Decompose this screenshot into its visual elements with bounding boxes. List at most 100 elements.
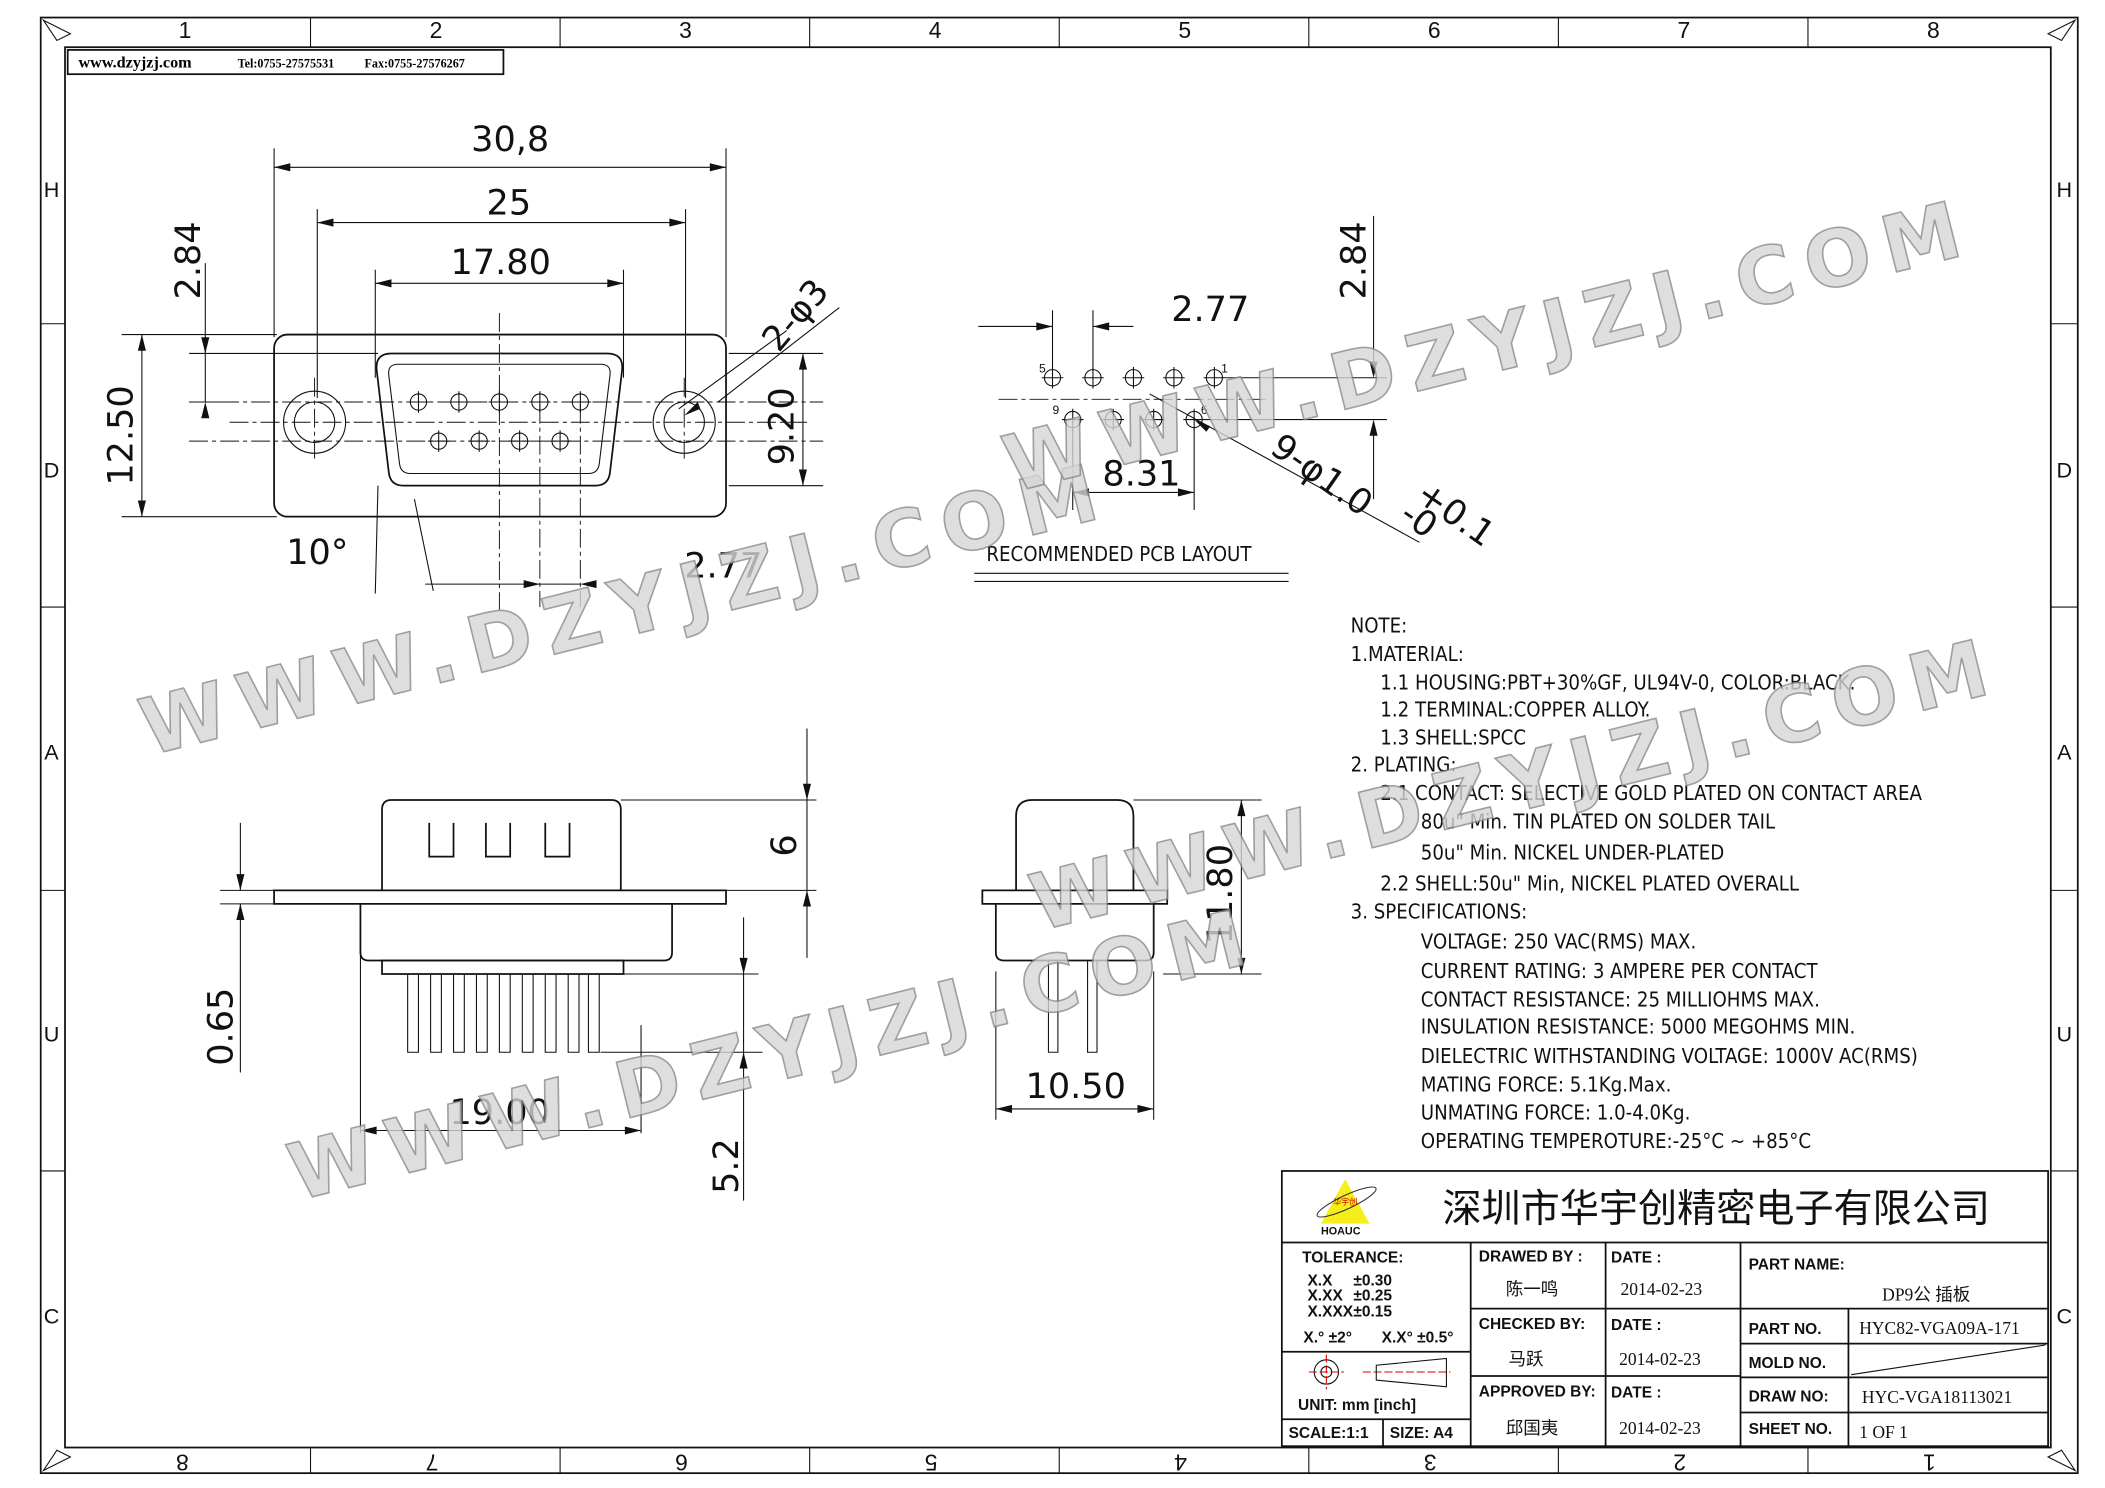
part-name: DP9公 插板 — [1882, 1284, 1970, 1304]
svg-text:4: 4 — [1174, 1449, 1187, 1475]
svg-text:INSULATION RESISTANCE: 5000: INSULATION RESISTANCE: 5000 MEGOHMS MIN. — [1421, 1014, 1856, 1038]
svg-text:U: U — [44, 1021, 60, 1046]
svg-text:3: 3 — [1424, 1449, 1437, 1475]
svg-text:±0.15: ±0.15 — [1353, 1304, 1392, 1321]
svg-text:WWW.DZYJZJ.COM: WWW.DZYJZJ.COM — [280, 890, 1268, 1219]
ruler-sides: HD AU C HD AU C — [44, 177, 2072, 1328]
svg-text:2. PLATING:: 2. PLATING: — [1351, 753, 1457, 777]
ruler-bottom: 8 7 6 5 4 3 2 1 — [176, 1449, 1936, 1475]
svg-text:X.X° ±0.5°: X.X° ±0.5° — [1382, 1329, 1454, 1346]
tolerance-label: TOLERANCE: — [1302, 1250, 1403, 1267]
svg-text:H: H — [44, 177, 60, 202]
end-view: 11.80 10.50 — [981, 799, 1262, 1120]
pin-label-6: 6 — [1201, 403, 1208, 417]
fax-text: Fax:0755-27576267 — [364, 56, 464, 70]
pin-label-5: 5 — [1039, 361, 1046, 375]
sheet-no-label: SHEET NO. — [1749, 1421, 1833, 1438]
size-text: SIZE: A4 — [1390, 1425, 1454, 1442]
svg-text:1.2 TERMINAL:COPPER ALLOY.: 1.2 TERMINAL:COPPER ALLOY. — [1380, 697, 1650, 721]
svg-text:1: 1 — [1923, 1449, 1936, 1475]
side-view: 6 0.65 19.00 5.2 — [200, 728, 817, 1201]
svg-text:±0.25: ±0.25 — [1353, 1287, 1392, 1304]
dim-angle: 10° — [286, 532, 348, 573]
dim-offset: 2.84 — [168, 221, 209, 299]
pin-label-9: 9 — [1053, 403, 1060, 417]
svg-text:80u" Min. TIN PLATED ON S: 80u" Min. TIN PLATED ON SOLDER TAIL — [1421, 809, 1776, 833]
part-no-label: PART NO. — [1749, 1321, 1822, 1338]
dim-pcb-pitch: 2.77 — [1171, 289, 1249, 330]
svg-text:2.2 SHELL:50u" Min, NICKEL: 2.2 SHELL:50u" Min, NICKEL PLATED OVERAL… — [1380, 871, 1800, 895]
svg-text:CONTACT RESISTANCE: 25 MILL: CONTACT RESISTANCE: 25 MILLIOHMS MAX. — [1421, 987, 1820, 1011]
dim-hole-dia: 2-φ3 — [754, 271, 837, 359]
part-name-label: PART NAME: — [1749, 1256, 1845, 1273]
svg-text:3. SPECIFICATIONS:: 3. SPECIFICATIONS: — [1351, 900, 1528, 924]
scale-text: SCALE:1:1 — [1289, 1425, 1369, 1442]
svg-text:8: 8 — [1927, 17, 1940, 43]
svg-text:U: U — [2056, 1021, 2072, 1046]
svg-text:3: 3 — [679, 17, 692, 43]
pin-label-1: 1 — [1221, 361, 1228, 375]
svg-text:C: C — [44, 1303, 60, 1328]
svg-text:1.MATERIAL:: 1.MATERIAL: — [1351, 642, 1464, 666]
dim-total-height: 11.80 — [1200, 844, 1241, 944]
drawed-by-label: DRAWED BY : — [1479, 1248, 1583, 1265]
svg-text:6: 6 — [1428, 17, 1441, 43]
part-no: HYC82-VGA09A-171 — [1859, 1318, 2020, 1338]
dim-overall-width: 30,8 — [471, 119, 549, 160]
svg-text:DIELECTRIC WITHSTANDING VOLT: DIELECTRIC WITHSTANDING VOLTAGE: 1000V A… — [1421, 1044, 1918, 1068]
svg-text:8: 8 — [176, 1449, 189, 1475]
svg-text:6: 6 — [675, 1449, 688, 1475]
approver-name: 邱国夷 — [1506, 1418, 1559, 1438]
draw-no: HYC-VGA18113021 — [1862, 1387, 2012, 1407]
svg-text:D: D — [44, 458, 60, 483]
svg-text:A: A — [2057, 740, 2072, 765]
svg-text:OPERATING TEMPEROTURE:-25°C: OPERATING TEMPEROTURE:-25°C ~ +85°C — [1421, 1129, 1811, 1153]
svg-text:±0.30: ±0.30 — [1353, 1273, 1392, 1290]
dim-d-width: 17.80 — [451, 242, 551, 283]
svg-text:X.° ±2°: X.° ±2° — [1303, 1329, 1351, 1346]
dim-d-height: 9.20 — [761, 387, 802, 465]
dim-pitch: 2.77 — [684, 545, 762, 586]
svg-text:X.XXX: X.XXX — [1307, 1304, 1353, 1321]
svg-text:华宇创: 华宇创 — [1333, 1197, 1357, 1207]
svg-text:MATING FORCE: 5.1Kg.Max.: MATING FORCE: 5.1Kg.Max. — [1421, 1072, 1672, 1096]
svg-text:DATE :: DATE : — [1611, 1317, 1662, 1334]
svg-text:NOTE:: NOTE: — [1351, 614, 1408, 638]
svg-text:2.1 CONTACT: SELECTIVE GOLD: 2.1 CONTACT: SELECTIVE GOLD PLATED ON CO… — [1380, 781, 1922, 805]
dim-hole-spacing: 25 — [487, 182, 532, 223]
svg-text:VOLTAGE: 250 VAC(RMS) MAX.: VOLTAGE: 250 VAC(RMS) MAX. — [1421, 929, 1697, 953]
svg-text:A: A — [44, 740, 59, 765]
svg-text:5: 5 — [1178, 17, 1191, 43]
svg-text:2: 2 — [430, 17, 443, 43]
tel-text: Tel:0755-27575531 — [238, 56, 335, 70]
dim-flange-thickness: 0.65 — [200, 988, 241, 1066]
checked-by-label: CHECKED BY: — [1479, 1316, 1586, 1333]
contact-header: www.dzyjzj.com Tel:0755-27575531 Fax:075… — [66, 49, 505, 76]
company-logo: 华宇创 HOAUC — [1316, 1179, 1377, 1237]
svg-text:X.XX: X.XX — [1307, 1287, 1343, 1304]
mold-no-label: MOLD NO. — [1749, 1355, 1827, 1372]
dim-height: 12.50 — [100, 385, 141, 485]
drawer-name: 陈一鸣 — [1506, 1279, 1559, 1299]
dim-mating-height: 6 — [764, 834, 805, 856]
dim-pcb-row: 2.84 — [1333, 221, 1374, 299]
svg-text:50u" Min. NICKEL UNDER-PLAT: 50u" Min. NICKEL UNDER-PLATED — [1421, 840, 1724, 864]
svg-text:UNMATING FORCE: 1.0-4.0Kg.: UNMATING FORCE: 1.0-4.0Kg. — [1421, 1101, 1691, 1125]
svg-text:X.X: X.X — [1307, 1273, 1333, 1290]
pcb-layout-title: RECOMMENDED PCB LAYOUT — [986, 542, 1252, 566]
checked-date: 2014-02-23 — [1619, 1349, 1701, 1369]
svg-text:1.1 HOUSING:PBT+30%GF, UL94V: 1.1 HOUSING:PBT+30%GF, UL94V-0, COLOR:BL… — [1380, 670, 1855, 694]
svg-text:DATE :: DATE : — [1611, 1385, 1662, 1402]
svg-text:1: 1 — [179, 17, 192, 43]
sheet-no: 1 OF 1 — [1859, 1422, 1908, 1442]
svg-text:CURRENT RATING: 3 AMPERE P: CURRENT RATING: 3 AMPERE PER CONTACT — [1421, 959, 1819, 983]
draw-no-label: DRAW NO: — [1749, 1389, 1829, 1406]
svg-text:7: 7 — [426, 1449, 439, 1475]
notes: NOTE: 1.MATERIAL: 1.1 HOUSING:PBT+30%GF,… — [1351, 614, 1923, 1153]
title-block: 华宇创 HOAUC 深圳市华宇创精密电子有限公司 TOLERANCE: X.X±… — [1280, 1170, 2049, 1448]
svg-text:WWW.DZYJZJ.COM: WWW.DZYJZJ.COM — [131, 445, 1119, 774]
svg-text:4: 4 — [929, 17, 942, 43]
drawn-date: 2014-02-23 — [1620, 1279, 1702, 1299]
